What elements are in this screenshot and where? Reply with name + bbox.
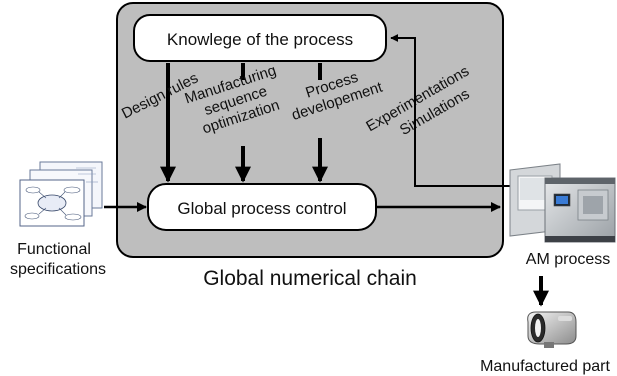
functional-specs-label-2: specifications [10,261,106,278]
functional-specs-image [19,161,103,227]
control-box [147,183,377,231]
control-label: Global process control [177,199,346,218]
chain-title: Global numerical chain [203,267,417,290]
manufactured-part-label: Manufactured part [480,358,610,375]
knowledge-box [133,14,387,62]
manufactured-part-image [527,311,577,348]
knowledge-label: Knowlege of the process [167,30,353,49]
am-machine-image [509,163,616,243]
feedback-arrow [390,34,510,187]
functional-specs-label-1: Functional [17,241,91,258]
am-process-label: AM process [526,251,610,268]
